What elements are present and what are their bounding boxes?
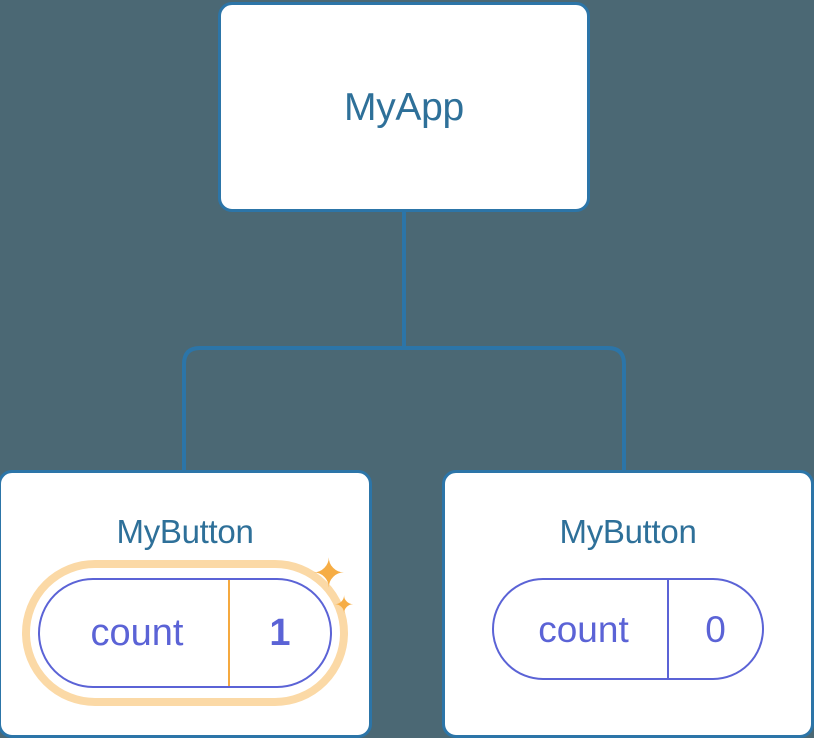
node-mybutton-0[interactable]: MyButton count 1 ✦ ✦ <box>0 470 372 738</box>
state-pill-wrapper: count 0 <box>492 578 764 680</box>
update-sparkles: ✦ ✦ <box>306 554 366 624</box>
state-value: 0 <box>705 608 726 650</box>
node-title: MyButton <box>559 513 697 550</box>
connector-branch-right <box>404 346 626 472</box>
sparkle-large-icon: ✦ <box>312 552 346 596</box>
state-pill[interactable]: count 1 <box>38 578 332 688</box>
state-value: 1 <box>269 612 291 654</box>
state-key: count <box>494 580 669 678</box>
node-mybutton-1[interactable]: MyButton count 0 <box>442 470 814 738</box>
state-pill-wrapper: count 1 ✦ ✦ <box>22 554 354 706</box>
node-title: MyApp <box>344 85 464 129</box>
sparkle-small-icon: ✦ <box>334 592 355 619</box>
connector-branch-left <box>182 346 404 472</box>
update-halo <box>22 560 348 706</box>
state-key: count <box>40 580 230 686</box>
node-title: MyButton <box>116 513 254 550</box>
state-pill[interactable]: count 0 <box>492 578 764 680</box>
node-myapp[interactable]: MyApp <box>218 2 590 212</box>
